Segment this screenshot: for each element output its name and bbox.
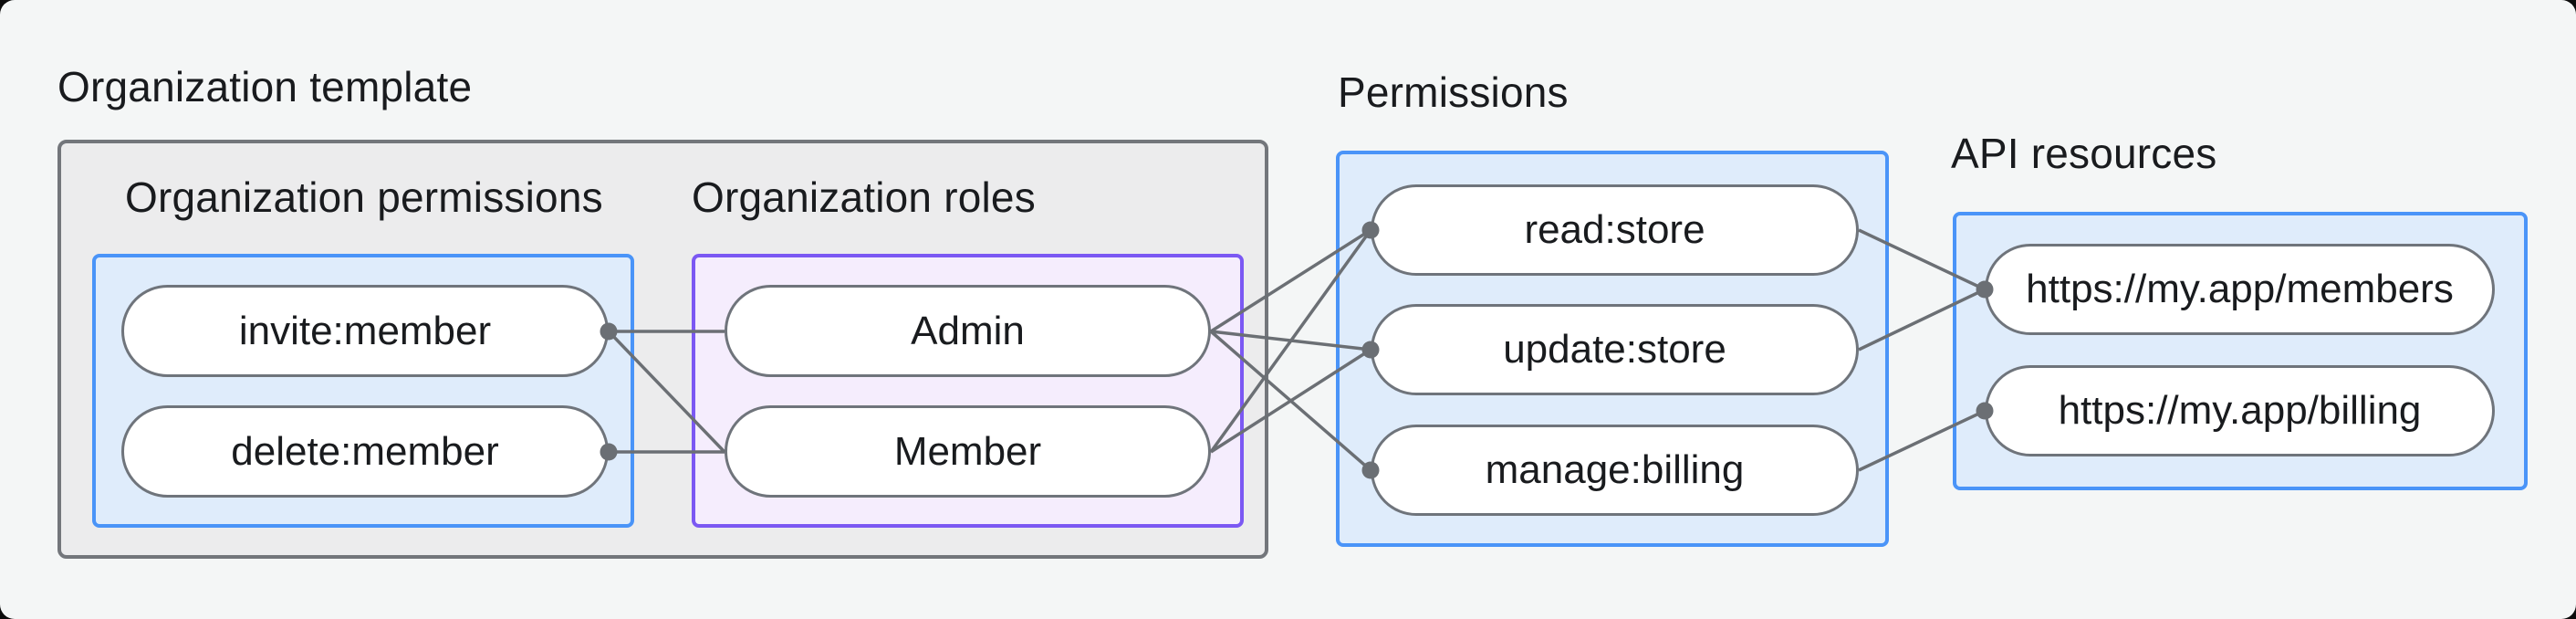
node-manage-billing: manage:billing xyxy=(1371,425,1859,516)
node-read-store: read:store xyxy=(1371,184,1859,276)
node-api-members-label: https://my.app/members xyxy=(2026,267,2454,311)
org-roles-header: Organization roles xyxy=(692,173,1036,221)
diagram-title: Organization template xyxy=(57,63,473,110)
api-resources-header: API resources xyxy=(1951,130,2217,177)
node-api-members: https://my.app/members xyxy=(1985,244,2495,335)
node-admin-label: Admin xyxy=(911,308,1025,353)
node-read-store-label: read:store xyxy=(1524,207,1705,252)
node-member: Member xyxy=(725,405,1211,498)
node-invite-member: invite:member xyxy=(121,285,609,377)
node-delete-member-label: delete:member xyxy=(231,428,499,474)
node-update-store: update:store xyxy=(1371,304,1859,395)
node-member-label: Member xyxy=(893,428,1042,474)
node-admin: Admin xyxy=(725,285,1211,377)
node-api-billing: https://my.app/billing xyxy=(1985,365,2495,456)
node-update-store-label: update:store xyxy=(1503,327,1726,372)
org-permissions-header: Organization permissions xyxy=(125,173,603,221)
node-api-billing-label: https://my.app/billing xyxy=(2058,388,2422,433)
permissions-header: Permissions xyxy=(1338,68,1569,116)
node-invite-member-label: invite:member xyxy=(238,308,492,353)
node-manage-billing-label: manage:billing xyxy=(1485,447,1745,492)
node-delete-member: delete:member xyxy=(121,405,609,498)
